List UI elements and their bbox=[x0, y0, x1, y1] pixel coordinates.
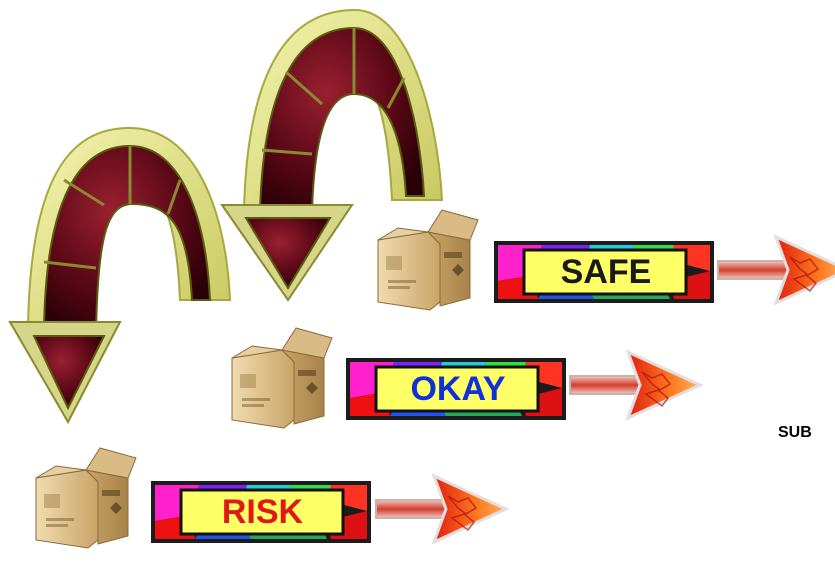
okay-label: OKAY bbox=[375, 367, 541, 411]
safe-label: SAFE bbox=[522, 250, 690, 294]
pointer-arrow-icon bbox=[570, 352, 700, 418]
open-box-icon bbox=[232, 328, 332, 428]
pointer-arrow-icon bbox=[718, 237, 835, 303]
pointer-arrow-icon bbox=[376, 476, 506, 542]
risk-label: RISK bbox=[180, 490, 345, 534]
cut-off-label: SUB bbox=[778, 424, 812, 442]
open-box-icon bbox=[378, 210, 478, 310]
open-box-icon bbox=[36, 448, 136, 548]
curved-arrow-icon bbox=[10, 128, 230, 422]
